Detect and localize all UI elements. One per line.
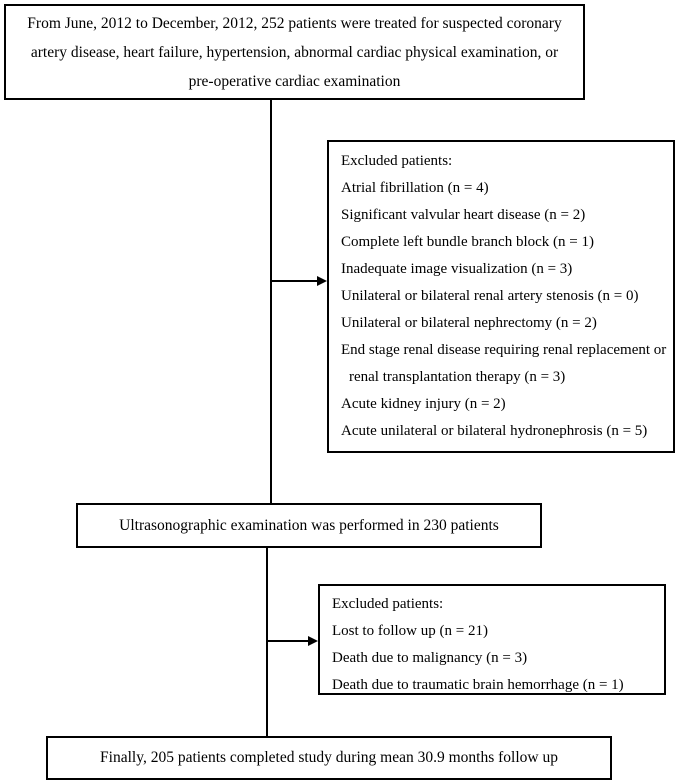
ultrasonography-box: Ultrasonographic examination was perform… <box>76 503 542 548</box>
arrow-head-1 <box>317 276 327 286</box>
excluded-1-item: Acute kidney injury (n = 2) <box>341 396 506 412</box>
excluded-box-2: Excluded patients: Lost to follow up (n … <box>318 584 666 695</box>
excluded-1-item: Unilateral or bilateral nephrectomy (n =… <box>341 315 597 331</box>
excluded-1-title: Excluded patients: <box>341 153 453 169</box>
start-line-2: artery disease, heart failure, hypertens… <box>30 44 559 61</box>
excluded-2-title: Excluded patients: <box>332 596 444 612</box>
excluded-2-item: Death due to traumatic brain hemorrhage … <box>332 677 624 693</box>
final-box: Finally, 205 patients completed study du… <box>46 736 612 780</box>
excluded-1-item: End stage renal disease requiring renal … <box>341 342 667 358</box>
excluded-2-item: Death due to malignancy (n = 3) <box>332 650 528 666</box>
excluded-box-1: Excluded patients: Atrial fibrillation (… <box>327 140 675 453</box>
excluded-1-item: renal transplantation therapy (n = 3) <box>349 369 566 385</box>
connector-start-to-mid <box>270 100 272 503</box>
start-box: From June, 2012 to December, 2012, 252 p… <box>4 4 585 100</box>
connector-mid-to-final <box>266 548 268 736</box>
final-text: Finally, 205 patients completed study du… <box>100 749 558 766</box>
excluded-1-item: Atrial fibrillation (n = 4) <box>341 180 489 196</box>
connector-branch-2 <box>267 640 308 642</box>
excluded-1-item: Inadequate image visualization (n = 3) <box>341 261 573 277</box>
start-line-1: From June, 2012 to December, 2012, 252 p… <box>27 15 562 32</box>
excluded-1-item: Unilateral or bilateral renal artery ste… <box>341 288 639 304</box>
excluded-1-item: Significant valvular heart disease (n = … <box>341 207 586 223</box>
excluded-1-item: Complete left bundle branch block (n = 1… <box>341 234 594 250</box>
connector-branch-1 <box>271 280 317 282</box>
start-line-3: pre-operative cardiac examination <box>188 73 401 90</box>
excluded-2-item: Lost to follow up (n = 21) <box>332 623 488 639</box>
arrow-head-2 <box>308 636 318 646</box>
ultrasonography-text: Ultrasonographic examination was perform… <box>119 517 499 534</box>
excluded-1-item: Acute unilateral or bilateral hydronephr… <box>341 423 648 439</box>
